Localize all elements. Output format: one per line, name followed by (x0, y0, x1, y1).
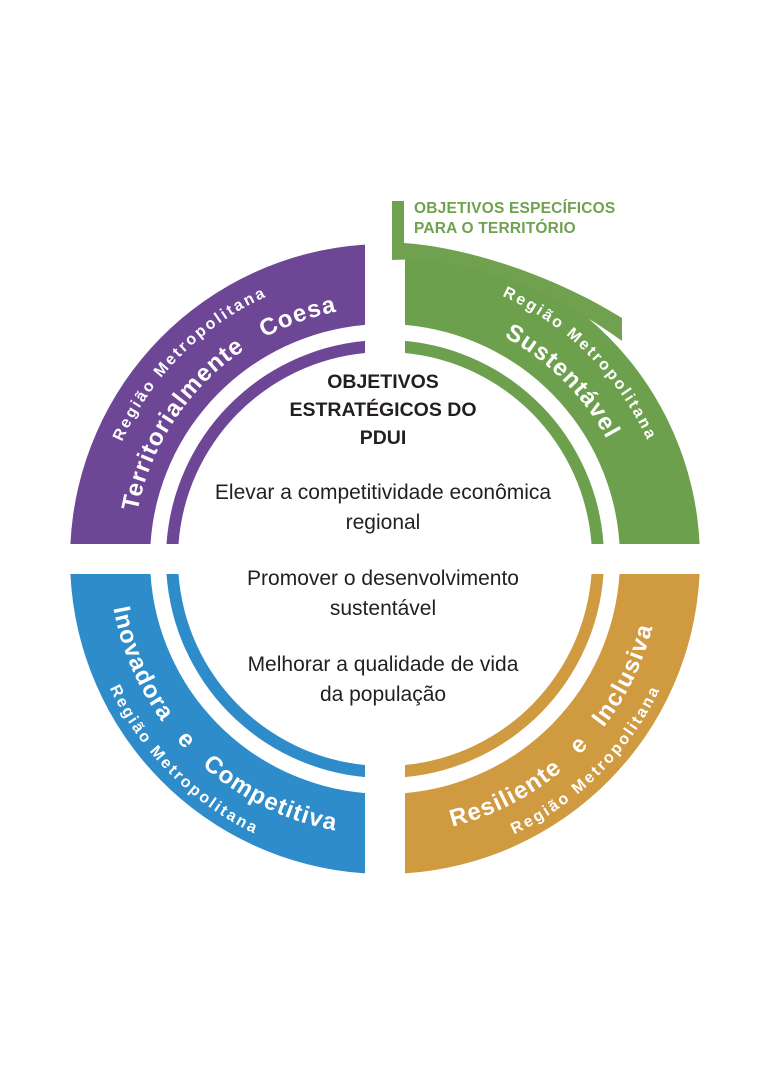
quadrant-top-right-inner-arc (405, 340, 604, 544)
quadrant-bottom-right-band (405, 574, 700, 874)
quadrant-top-right-band (405, 244, 700, 544)
quadrant-top-left-inner-arc (166, 340, 365, 544)
quadrant-top-left-band (70, 244, 366, 544)
quadrant-bottom-left-inner-arc (166, 574, 365, 778)
objective-item: Promover o desenvolvimento sustentável (163, 564, 603, 624)
objective-line: Melhorar a qualidade de vida (247, 653, 519, 676)
header-label-line1: OBJETIVOS ESPECÍFICOS (414, 200, 616, 217)
objective-line: sustentável (329, 597, 437, 620)
header-label-bracket-icon (392, 201, 622, 341)
center-text-block: OBJETIVOS ESTRATÉGICOS DO PDUI Elevar a … (163, 368, 603, 736)
center-title: OBJETIVOS ESTRATÉGICOS DO PDUI (163, 368, 603, 452)
center-title-line: OBJETIVOS (327, 371, 439, 393)
center-title-line: ESTRATÉGICOS DO (289, 399, 477, 421)
quadrant-bottom-left-band (70, 574, 366, 874)
header-label-line2: PARA O TERRITÓRIO (414, 220, 576, 237)
objective-line: Elevar a competitividade econômica (214, 481, 552, 504)
objective-line: Promover o desenvolvimento (247, 567, 519, 590)
objective-item: Elevar a competitividade econômica regio… (163, 478, 603, 538)
center-title-line: PDUI (359, 427, 407, 449)
objective-line: regional (345, 511, 421, 534)
quadrant-bottom-right-inner-arc (405, 574, 604, 778)
objective-item: Melhorar a qualidade de vida da populaçã… (163, 650, 603, 710)
header-label: OBJETIVOS ESPECÍFICOS PARA O TERRITÓRIO (414, 199, 615, 239)
objective-line: da população (319, 683, 447, 706)
